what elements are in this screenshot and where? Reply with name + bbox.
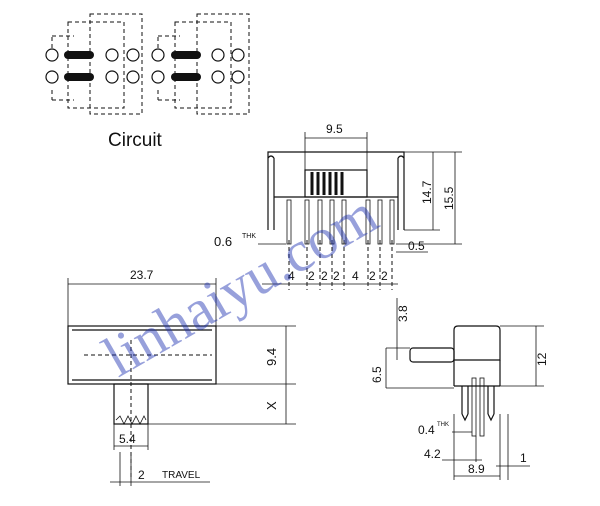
- dim-outer-height: 15.5: [442, 186, 456, 210]
- side-view: 3.8 6.5 12 0.4 THK 4.2: [370, 298, 549, 480]
- circuit-slider-contact: [64, 73, 94, 81]
- circuit-frame-right-outer: [174, 21, 232, 109]
- pitch-label: 2: [333, 269, 340, 283]
- circuit-diagram: Circuit: [45, 13, 250, 151]
- pitch-label: 4: [352, 269, 359, 283]
- thickness-superscript: THK: [242, 233, 256, 240]
- side-view-leg-left: [461, 386, 469, 414]
- pitch-label: 2: [381, 269, 388, 283]
- pitch-label: 2: [308, 269, 315, 283]
- dim-actuator: 6.5: [370, 366, 384, 383]
- pitch-label: 2: [321, 269, 328, 283]
- circuit-contacts-row-1: [45, 48, 245, 62]
- circuit-slider-contact: [171, 73, 201, 81]
- dim-length: 23.7: [130, 268, 154, 282]
- circuit-label: Circuit: [108, 130, 163, 151]
- pitch-label: 2: [369, 269, 376, 283]
- side-view-actuator: [409, 347, 455, 363]
- top-view-actuator: [304, 169, 368, 198]
- actuator-ribs: [310, 172, 344, 195]
- side-view-pin: [479, 377, 485, 437]
- top-view: 9.5: [214, 122, 462, 290]
- dim-offset: 1: [520, 451, 527, 465]
- dim-thickness: 0.6: [214, 234, 232, 249]
- circuit-frame-left-inner: [89, 13, 143, 115]
- dim-top: 3.8: [396, 305, 410, 322]
- side-thickness-superscript: THK: [437, 422, 449, 428]
- side-view-body: [453, 325, 501, 361]
- circuit-frame-left-outer: [67, 21, 125, 109]
- circuit-frame-right-inner: [196, 13, 250, 115]
- circuit-slider-contact: [171, 51, 201, 59]
- dim-actuator-width: 5.4: [119, 432, 136, 446]
- dim-top-width: 9.5: [326, 122, 343, 136]
- dim-height: 12: [535, 352, 549, 366]
- dim-body-height: 9.4: [264, 348, 279, 366]
- dim-pin-offset: 0.5: [408, 239, 425, 253]
- side-view-leg-right: [487, 386, 495, 414]
- pitch-label: 4: [288, 269, 295, 283]
- dim-side-width: 8.9: [468, 462, 485, 476]
- dim-pin: 4.2: [424, 447, 441, 461]
- circuit-slider-contact: [64, 51, 94, 59]
- dim-x: X: [264, 401, 279, 410]
- travel-label: TRAVEL: [162, 470, 201, 481]
- top-view-housing: [267, 151, 405, 158]
- side-view-pin: [471, 377, 477, 437]
- dim-travel: 2: [138, 468, 145, 482]
- dim-side-thickness: 0.4: [418, 423, 435, 437]
- circuit-contacts-row-2: [45, 70, 245, 84]
- front-view: 23.7 5.4 2 TRAVEL 9.4 X: [67, 268, 296, 486]
- dim-inner-height: 14.7: [420, 180, 434, 204]
